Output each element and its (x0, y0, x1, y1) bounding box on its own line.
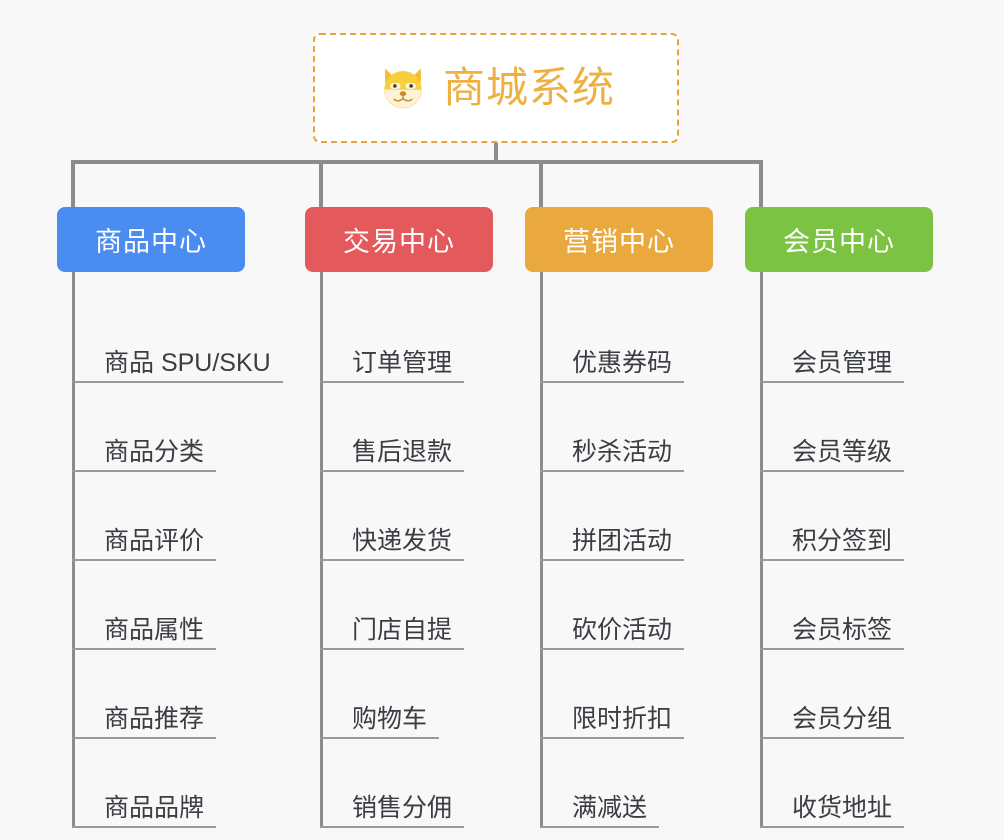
leaf-list-trade-center: 订单管理售后退款快递发货门店自提购物车销售分佣 (320, 272, 493, 828)
dog-face-icon (377, 62, 429, 114)
branch-drop-connector-trade-center (319, 160, 323, 207)
leaf-item[interactable]: 商品评价 (72, 472, 245, 561)
branch-spine (320, 272, 323, 828)
leaf-item[interactable]: 门店自提 (320, 561, 493, 650)
leaf-underline (320, 737, 439, 739)
leaf-underline (72, 470, 216, 472)
leaf-label: 售后退款 (352, 438, 453, 466)
leaf-label: 商品分类 (104, 438, 205, 466)
branch-spine (760, 272, 763, 828)
leaf-underline (540, 648, 684, 650)
root-title: 商城系统 (442, 64, 615, 111)
leaf-item[interactable]: 商品推荐 (72, 650, 245, 739)
leaf-underline (540, 381, 684, 383)
leaf-item[interactable]: 拼团活动 (540, 472, 713, 561)
leaf-underline (320, 381, 464, 383)
leaf-underline (540, 470, 684, 472)
leaf-item[interactable]: 会员标签 (760, 561, 933, 650)
leaf-item[interactable]: 销售分佣 (320, 739, 493, 828)
leaf-label: 收货地址 (792, 794, 893, 822)
branch-product-center: 商品中心商品 SPU/SKU 商品分类商品评价商品属性商品推荐商品品牌 (57, 207, 283, 828)
leaf-item[interactable]: 商品属性 (72, 561, 245, 650)
leaf-underline (72, 559, 216, 561)
leaf-label: 快递发货 (352, 527, 453, 555)
leaf-item[interactable]: 秒杀活动 (540, 383, 713, 472)
leaf-underline (320, 559, 464, 561)
leaf-label: 秒杀活动 (572, 438, 673, 466)
leaf-item[interactable]: 收货地址 (760, 739, 933, 828)
leaf-item[interactable]: 会员管理 (760, 294, 933, 383)
bus-connector (71, 160, 763, 164)
leaf-label: 砍价活动 (572, 616, 673, 644)
branch-trade-center: 交易中心订单管理售后退款快递发货门店自提购物车销售分佣 (305, 207, 493, 828)
leaf-item[interactable]: 积分签到 (760, 472, 933, 561)
leaf-label: 会员分组 (792, 705, 893, 733)
leaf-item[interactable]: 砍价活动 (540, 561, 713, 650)
leaf-item[interactable]: 会员分组 (760, 650, 933, 739)
leaf-underline (320, 470, 464, 472)
leaf-underline (72, 648, 216, 650)
leaf-label: 商品评价 (104, 527, 205, 555)
leaf-label: 积分签到 (792, 527, 893, 555)
leaf-label: 商品品牌 (104, 794, 205, 822)
leaf-underline (760, 381, 904, 383)
leaf-list-marketing-center: 优惠券码秒杀活动拼团活动砍价活动限时折扣满减送 (540, 272, 713, 828)
branch-member-center: 会员中心会员管理会员等级积分签到会员标签会员分组收货地址 (745, 207, 933, 828)
leaf-underline (760, 826, 904, 828)
leaf-item[interactable]: 商品品牌 (72, 739, 245, 828)
root-stem-connector (494, 143, 498, 164)
branch-header-marketing-center[interactable]: 营销中心 (525, 207, 713, 272)
leaf-underline (540, 737, 684, 739)
leaf-item[interactable]: 商品分类 (72, 383, 245, 472)
leaf-label: 满减送 (572, 794, 648, 822)
leaf-list-product-center: 商品 SPU/SKU 商品分类商品评价商品属性商品推荐商品品牌 (72, 272, 283, 828)
branch-header-member-center[interactable]: 会员中心 (745, 207, 933, 272)
leaf-underline (72, 381, 283, 383)
leaf-underline (760, 559, 904, 561)
leaf-underline (72, 737, 216, 739)
branch-marketing-center: 营销中心优惠券码秒杀活动拼团活动砍价活动限时折扣满减送 (525, 207, 713, 828)
branch-drop-connector-member-center (759, 160, 763, 207)
leaf-item[interactable]: 优惠券码 (540, 294, 713, 383)
branch-drop-connector-marketing-center (539, 160, 543, 207)
leaf-label: 销售分佣 (352, 794, 453, 822)
branch-spine (540, 272, 543, 828)
leaf-item[interactable]: 限时折扣 (540, 650, 713, 739)
branch-spine (72, 272, 75, 828)
leaf-label: 商品 SPU/SKU (104, 349, 271, 377)
leaf-label: 限时折扣 (572, 705, 673, 733)
leaf-underline (72, 826, 216, 828)
leaf-underline (760, 648, 904, 650)
leaf-label: 会员等级 (792, 438, 893, 466)
leaf-label: 会员标签 (792, 616, 893, 644)
leaf-item[interactable]: 会员等级 (760, 383, 933, 472)
leaf-list-member-center: 会员管理会员等级积分签到会员标签会员分组收货地址 (760, 272, 933, 828)
root-node[interactable]: 商城系统 (313, 33, 679, 143)
leaf-item[interactable]: 购物车 (320, 650, 493, 739)
leaf-label: 购物车 (352, 705, 428, 733)
leaf-label: 商品属性 (104, 616, 205, 644)
leaf-underline (320, 648, 464, 650)
leaf-label: 优惠券码 (572, 349, 673, 377)
leaf-label: 商品推荐 (104, 705, 205, 733)
branch-drop-connector-product-center (71, 160, 75, 207)
branch-header-trade-center[interactable]: 交易中心 (305, 207, 493, 272)
leaf-underline (540, 559, 684, 561)
branch-header-product-center[interactable]: 商品中心 (57, 207, 245, 272)
leaf-underline (760, 470, 904, 472)
leaf-item[interactable]: 订单管理 (320, 294, 493, 383)
leaf-underline (540, 826, 659, 828)
leaf-label: 订单管理 (352, 349, 453, 377)
leaf-item[interactable]: 快递发货 (320, 472, 493, 561)
leaf-underline (320, 826, 464, 828)
leaf-label: 会员管理 (792, 349, 893, 377)
leaf-item[interactable]: 商品 SPU/SKU (72, 294, 283, 383)
leaf-item[interactable]: 满减送 (540, 739, 713, 828)
leaf-label: 拼团活动 (572, 527, 673, 555)
leaf-label: 门店自提 (352, 616, 453, 644)
leaf-underline (760, 737, 904, 739)
leaf-item[interactable]: 售后退款 (320, 383, 493, 472)
